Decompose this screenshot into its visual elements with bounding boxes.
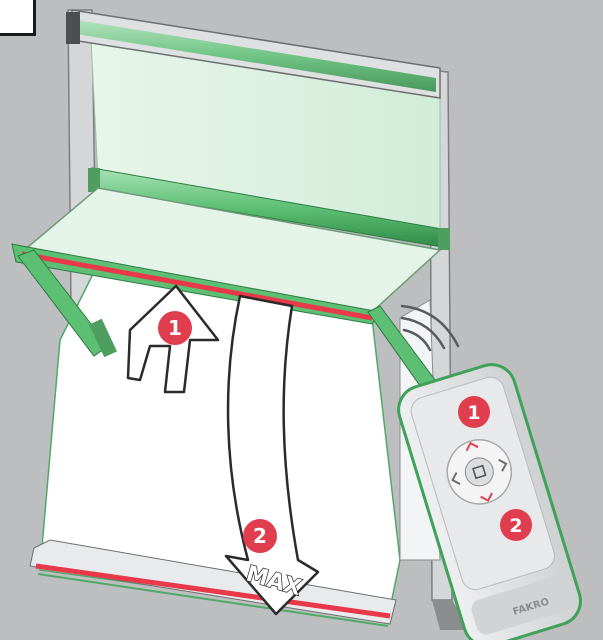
remote-badge-up-label: 1 <box>467 402 480 424</box>
remote-badge-down-label: 2 <box>509 515 522 537</box>
remote-badge-down: 2 <box>500 509 532 541</box>
step-badge-down-label: 2 <box>253 524 267 548</box>
remote-badge-up: 1 <box>458 396 490 428</box>
step-badge-up: 1 <box>158 311 192 345</box>
step-badge-up-label: 1 <box>168 316 182 340</box>
step-badge-down: 2 <box>243 519 277 553</box>
